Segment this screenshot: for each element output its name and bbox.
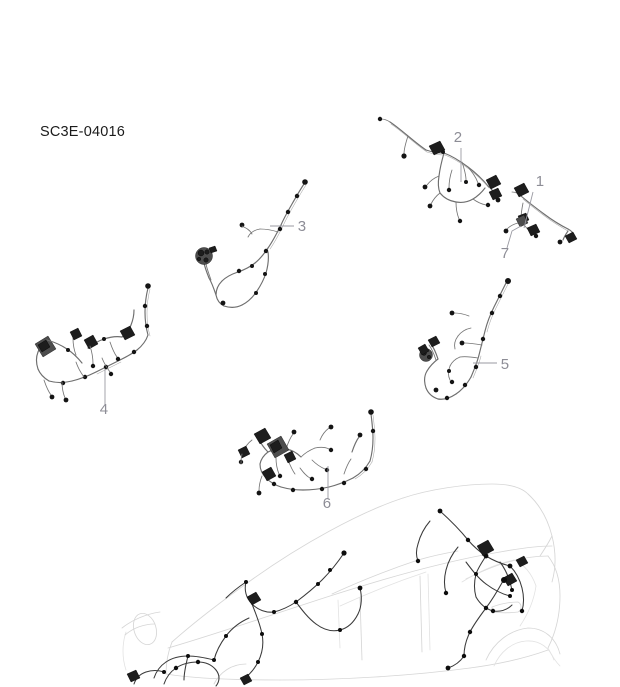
callout-number-1[interactable]: 1: [536, 173, 545, 190]
harness-1-assembly: [511, 182, 578, 245]
vehicle-installed-harness-rear: [415, 508, 529, 614]
harness-5-assembly: [417, 278, 511, 401]
leader-line-1: [523, 191, 534, 229]
vehicle-installed-harness-door: [445, 577, 507, 671]
callout-number-2[interactable]: 2: [454, 129, 463, 146]
harness-7-assembly: [503, 214, 529, 234]
leader-line-7: [506, 225, 522, 249]
callout-number-6[interactable]: 6: [323, 495, 332, 512]
harness-2-assembly: [377, 116, 503, 224]
callout-number-3[interactable]: 3: [298, 218, 307, 235]
callout-number-7[interactable]: 7: [501, 245, 510, 262]
drawing-code-label: SC3E-04016: [40, 124, 125, 140]
harness-6-connector-block: [266, 435, 290, 459]
harness-3-assembly: [195, 179, 308, 308]
callout-numbers: 1 2 3 4 5 6 7: [100, 129, 545, 512]
harness-4-assembly: [34, 283, 151, 403]
callout-number-4[interactable]: 4: [100, 401, 109, 418]
callout-number-5[interactable]: 5: [501, 356, 510, 373]
harness-5-round-connector: [417, 343, 433, 362]
harness-6-assembly: [237, 409, 376, 496]
callout-leader-lines: [104, 148, 534, 498]
vehicle-installed-harness-front: [126, 659, 220, 687]
vehicle-installed-harness-roof: [153, 550, 363, 686]
harness-3-round-connector: [195, 245, 218, 265]
harness-4-connector-block: [34, 335, 57, 358]
vehicle-ghost-outline: [121, 483, 561, 685]
